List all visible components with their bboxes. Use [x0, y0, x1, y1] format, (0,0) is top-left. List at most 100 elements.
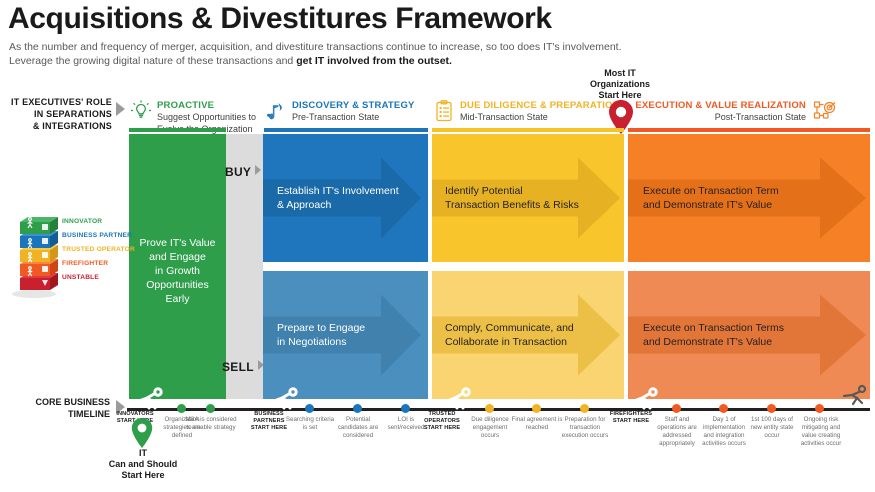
timeline-dot[interactable]: [672, 404, 681, 413]
maturity-label-innovator: INNOVATOR: [62, 218, 103, 225]
timeline-caption: Potential candidates are considered: [337, 416, 379, 439]
timeline-dot[interactable]: [767, 404, 776, 413]
page-title: Acquisitions & Divestitures Framework: [8, 2, 552, 35]
buy-arrow-icon: [255, 165, 262, 175]
timeline-dot[interactable]: [532, 404, 541, 413]
target-network-icon: [812, 99, 836, 123]
pyramid-icon: [12, 217, 58, 298]
timeline-dot[interactable]: [353, 404, 362, 413]
timeline-caption: Ongoing risk mitigating and value creati…: [800, 416, 842, 447]
underline-bar-discovery: [264, 128, 428, 132]
sell-label: SELL: [222, 360, 264, 374]
sell-cell-discovery: Prepare to Engage in Negotiations: [263, 271, 428, 399]
buy-cell-text: Execute on Transaction Term and Demonstr…: [643, 185, 779, 211]
arrow-shape: [628, 294, 866, 376]
sell-cell-text: Execute on Transaction Terms and Demonst…: [643, 322, 785, 348]
timeline-caption: Final agreement is reached: [511, 416, 563, 431]
buy-cell-text: Establish IT's Involvement & Approach: [277, 185, 399, 211]
buy-cell-execution: Execute on Transaction Term and Demonstr…: [628, 134, 870, 262]
arrow-shape: [628, 157, 866, 239]
timeline-caption: Organization strategies are defined: [163, 416, 201, 439]
timeline-start-trusted-operators: TRUSTED OPERATORS START HERE: [423, 411, 461, 431]
timeline-dot[interactable]: [177, 404, 186, 413]
phase-header-execution: EXECUTION & VALUE REALIZATION Post-Trans…: [560, 100, 806, 123]
timeline-caption: LOI is sent/received: [387, 416, 425, 431]
subtitle-line-1: As the number and frequency of merger, a…: [9, 41, 622, 53]
timeline-caption: 1st 100 days of new entity state occur: [750, 416, 794, 439]
timeline-rule: [127, 408, 870, 411]
arrow-shape: [432, 294, 620, 376]
phase-name: DUE DILIGENCE & PREPARATION: [460, 100, 620, 111]
timeline-caption: Searching criteria is set: [285, 416, 335, 431]
proactive-column: Prove IT's Value and Engage in Growth Op…: [129, 134, 226, 399]
it-start-pin-label: IT Can and Should Start Here: [108, 448, 178, 480]
maturity-pyramid-legend: INNOVATOR BUSINESS PARTNER TRUSTED OPERA…: [6, 210, 135, 298]
buy-cell-due-diligence: Identify Potential Transaction Benefits …: [432, 134, 624, 262]
role-arrow-icon: [116, 102, 125, 116]
timeline-dot[interactable]: [580, 404, 589, 413]
sell-cell-text: Prepare to Engage in Negotiations: [277, 322, 366, 348]
timeline-dot[interactable]: [815, 404, 824, 413]
lightbulb-icon: [129, 99, 153, 123]
maturity-label-firefighter: FIREFIGHTER: [62, 260, 109, 267]
timeline-caption: Day 1 of implementation and integration …: [702, 416, 746, 447]
timeline-dot[interactable]: [401, 404, 410, 413]
runner-icon-business-partners: [266, 386, 302, 410]
sell-arrow-icon: [257, 360, 264, 370]
phase-name: EXECUTION & VALUE REALIZATION: [635, 100, 806, 111]
sell-cell-text: Comply, Communicate, and Collaborate in …: [445, 322, 574, 348]
buy-cell-discovery: Establish IT's Involvement & Approach: [263, 134, 428, 262]
subtitle-line-2-plain: Leverage the growing digital nature of t…: [9, 55, 297, 67]
maturity-label-trusted-operator: TRUSTED OPERATOR: [62, 246, 135, 253]
role-label-line-3: & INTEGRATIONS: [32, 121, 112, 131]
phase-state-line-1: Mid-Transaction State: [460, 112, 548, 122]
phase-header-discovery: DISCOVERY & STRATEGY Pre-Transaction Sta…: [292, 100, 415, 123]
sell-cell-due-diligence: Comply, Communicate, and Collaborate in …: [432, 271, 624, 399]
clipboard-icon: [432, 99, 456, 123]
timeline-caption: Staff and operations are addressed appro…: [657, 416, 697, 447]
arrow-shape: [432, 157, 620, 239]
arrow-shape: [263, 157, 421, 239]
timeline-caption: M&A is considered to enable strategy: [185, 416, 237, 431]
timeline-label: CORE BUSINESS TIMELINE: [35, 397, 110, 419]
underline-bar-proactive: [129, 128, 226, 132]
arrow-shape: [263, 294, 421, 376]
timeline-dot[interactable]: [305, 404, 314, 413]
phase-name: PROACTIVE: [157, 100, 215, 111]
buy-cell-text: Identify Potential Transaction Benefits …: [445, 185, 579, 211]
underline-bar-due-diligence: [432, 128, 624, 132]
runner-icon-innovators: [131, 386, 167, 410]
buy-label: BUY: [225, 165, 262, 179]
phase-name: DISCOVERY & STRATEGY: [292, 100, 415, 111]
role-label-line-1: IT EXECUTIVES' ROLE: [11, 97, 112, 107]
buy-sell-gutter: [226, 134, 263, 399]
timeline-start-firefighters: FIREFIGHTERS START HERE: [609, 411, 653, 424]
phase-header-due-diligence: DUE DILIGENCE & PREPARATION Mid-Transact…: [460, 100, 620, 123]
most-it-start-pin-icon: [608, 100, 634, 134]
role-label: IT EXECUTIVES' ROLE IN SEPARATIONS & INT…: [2, 96, 112, 132]
timeline-caption: Due diligence engagement occurs: [471, 416, 509, 439]
timeline-dot[interactable]: [206, 404, 215, 413]
runner-icon-firefighters: [626, 386, 662, 410]
subtitle-line-2-bold: get IT involved from the outset.: [296, 55, 452, 67]
timeline-caption: Preparation for transaction execution oc…: [561, 416, 609, 439]
phase-state-line-1: Post-Transaction State: [714, 112, 806, 122]
music-note-icon: [264, 99, 288, 123]
runner-icon-trusted-operators: [439, 386, 475, 410]
timeline-dot[interactable]: [719, 404, 728, 413]
maturity-label-business-partner: BUSINESS PARTNER: [62, 232, 133, 239]
timeline-arrow-icon: [116, 400, 125, 414]
it-start-pin-icon: [131, 418, 153, 448]
phase-state-line-1: Suggest Opportunities to: [157, 112, 257, 122]
phase-state-line-1: Pre-Transaction State: [292, 112, 380, 122]
most-it-pin-label: Most IT Organizations Start Here: [589, 68, 650, 100]
role-label-line-2: IN SEPARATIONS: [34, 109, 112, 119]
timeline-dot[interactable]: [485, 404, 494, 413]
proactive-column-text: Prove IT's Value and Engage in Growth Op…: [139, 237, 216, 305]
maturity-label-unstable: UNSTABLE: [62, 274, 100, 281]
underline-bar-execution: [628, 128, 870, 132]
runner-icon-finish: [840, 384, 874, 410]
timeline-start-business-partners: BUSINESS PARTNERS START HERE: [250, 411, 288, 431]
page-subtitle: As the number and frequency of merger, a…: [9, 40, 809, 68]
